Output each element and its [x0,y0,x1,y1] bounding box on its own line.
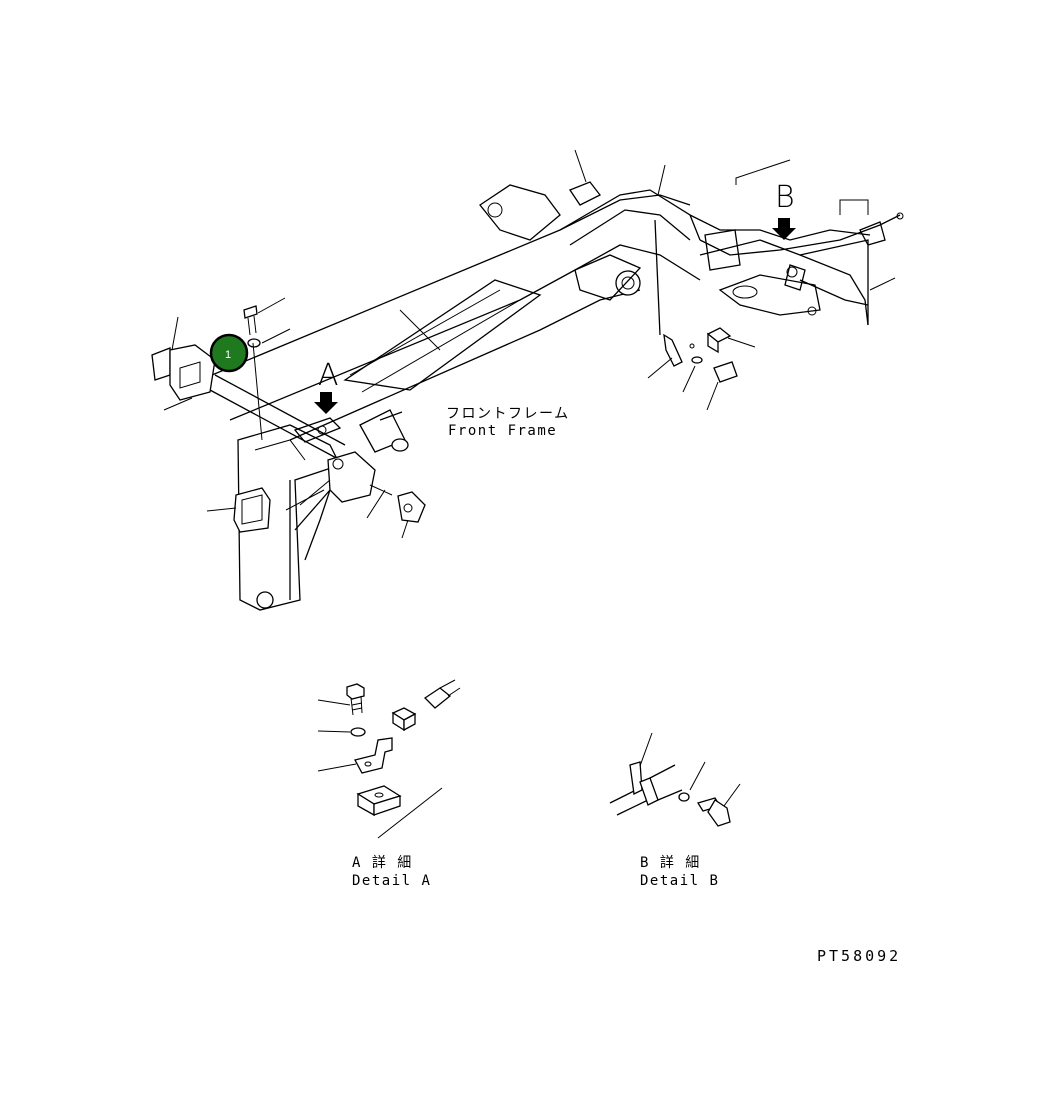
detail-b-marker[interactable]: B [772,180,796,240]
detail-a-marker[interactable]: A [314,358,339,414]
detail-a-arrow-icon [314,392,338,414]
drawing-number: PT58092 [817,947,901,965]
detail-b-view [609,732,741,827]
front-frame-label-en: Front Frame [448,423,557,439]
detail-a-marker-letter: A [318,358,339,393]
detail-a-view [317,679,461,839]
detail-a-title-en: Detail A [352,873,431,889]
detail-b-title-jp: B 詳 細 [640,855,701,871]
callout-circle [209,333,249,373]
detail-b-arrow-icon [772,218,796,240]
callout-badge[interactable]: 1 [209,333,249,373]
callout-number: 1 [225,349,231,361]
detail-a-title-jp: A 詳 細 [352,855,413,871]
front-frame-label-jp: フロントフレーム [446,406,570,422]
detail-b-title-en: Detail B [640,873,719,889]
front-frame-assembly [151,149,904,611]
detail-b-marker-letter: B [775,180,795,215]
